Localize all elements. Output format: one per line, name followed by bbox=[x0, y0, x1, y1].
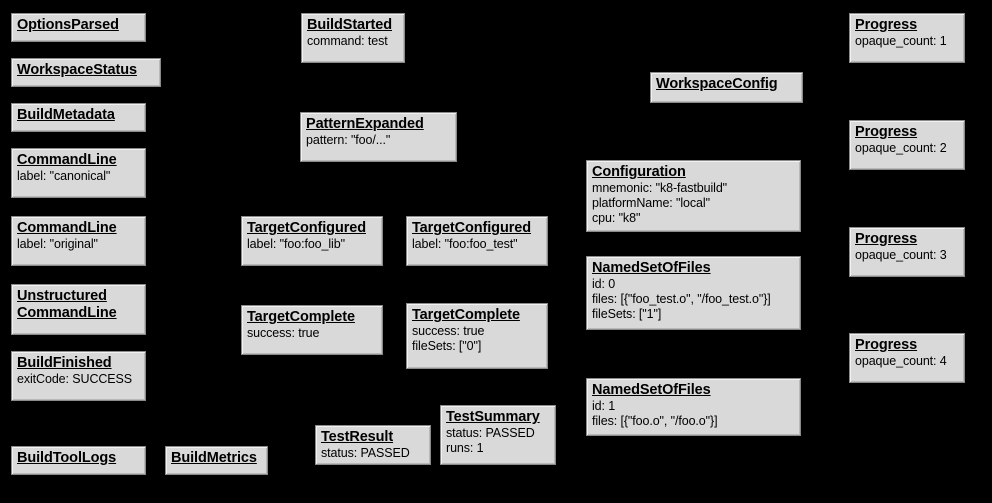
node-workspace-config[interactable]: WorkspaceConfig bbox=[650, 72, 803, 103]
node-title: Progress bbox=[855, 231, 918, 247]
node-title: BuildFinished bbox=[17, 355, 112, 371]
node-property: status: PASSED bbox=[321, 446, 410, 460]
node-property: success: true bbox=[412, 324, 485, 338]
node-property: fileSets: ["1"] bbox=[592, 307, 662, 321]
node-title: CommandLine bbox=[17, 152, 117, 168]
node-property: runs: 1 bbox=[446, 441, 484, 455]
node-property: label: "foo:foo_test" bbox=[412, 237, 518, 251]
node-property: label: "original" bbox=[17, 237, 98, 251]
node-title: WorkspaceStatus bbox=[17, 62, 137, 78]
node-title: PatternExpanded bbox=[306, 116, 424, 132]
node-properties: opaque_count: 4 bbox=[855, 354, 959, 369]
node-title: Progress bbox=[855, 337, 918, 353]
node-title: Unstructured CommandLine bbox=[17, 288, 117, 321]
node-property: fileSets: ["0"] bbox=[412, 339, 482, 353]
node-title: BuildMetrics bbox=[171, 450, 257, 466]
node-options-parsed[interactable]: OptionsParsed bbox=[11, 13, 146, 42]
node-properties: command: test bbox=[307, 34, 399, 49]
node-property: opaque_count: 4 bbox=[855, 354, 947, 368]
node-properties: exitCode: SUCCESS bbox=[17, 372, 140, 387]
node-title: TargetConfigured bbox=[247, 220, 366, 236]
node-property: platformName: "local" bbox=[592, 196, 710, 210]
node-properties: status: PASSED bbox=[321, 446, 425, 461]
node-unstructured-command-line[interactable]: Unstructured CommandLine bbox=[11, 284, 146, 335]
node-properties: label: "foo:foo_lib" bbox=[247, 237, 377, 252]
node-title: Progress bbox=[855, 17, 918, 33]
node-property: label: "canonical" bbox=[17, 169, 111, 183]
node-properties: pattern: "foo/..." bbox=[306, 133, 451, 148]
node-property: success: true bbox=[247, 326, 320, 340]
node-title: WorkspaceConfig bbox=[656, 76, 778, 92]
node-property: status: PASSED bbox=[446, 426, 535, 440]
node-property: id: 1 bbox=[592, 399, 616, 413]
node-build-tool-logs[interactable]: BuildToolLogs bbox=[11, 446, 146, 475]
node-properties: mnemonic: "k8-fastbuild"platformName: "l… bbox=[592, 181, 795, 226]
node-properties: label: "canonical" bbox=[17, 169, 140, 184]
node-build-metrics[interactable]: BuildMetrics bbox=[165, 446, 268, 475]
node-title: BuildToolLogs bbox=[17, 450, 117, 466]
node-title: TargetComplete bbox=[247, 309, 355, 325]
node-property: opaque_count: 1 bbox=[855, 34, 947, 48]
node-title: Progress bbox=[855, 124, 918, 140]
node-properties: success: true bbox=[247, 326, 377, 341]
node-title: TestSummary bbox=[446, 409, 540, 425]
node-title: BuildMetadata bbox=[17, 107, 115, 123]
node-property: files: [{"foo_test.o", "/foo_test.o"}] bbox=[592, 292, 771, 306]
node-property: id: 0 bbox=[592, 277, 616, 291]
node-properties: label: "foo:foo_test" bbox=[412, 237, 542, 252]
node-title: OptionsParsed bbox=[17, 17, 119, 33]
node-title: BuildStarted bbox=[307, 17, 393, 33]
node-properties: opaque_count: 1 bbox=[855, 34, 959, 49]
node-property: label: "foo:foo_lib" bbox=[247, 237, 345, 251]
node-property: opaque_count: 3 bbox=[855, 248, 947, 262]
node-workspace-status[interactable]: WorkspaceStatus bbox=[11, 58, 161, 87]
node-properties: opaque_count: 3 bbox=[855, 248, 959, 263]
node-title: NamedSetOfFiles bbox=[592, 382, 711, 398]
node-build-metadata[interactable]: BuildMetadata bbox=[11, 103, 146, 132]
node-property: exitCode: SUCCESS bbox=[17, 372, 133, 386]
node-property: cpu: "k8" bbox=[592, 211, 641, 225]
node-property: pattern: "foo/..." bbox=[306, 133, 391, 147]
node-property: mnemonic: "k8-fastbuild" bbox=[592, 181, 728, 195]
node-properties: label: "original" bbox=[17, 237, 140, 252]
node-title: CommandLine bbox=[17, 220, 117, 236]
node-property: opaque_count: 2 bbox=[855, 141, 947, 155]
node-properties: opaque_count: 2 bbox=[855, 141, 959, 156]
node-title: Configuration bbox=[592, 164, 686, 180]
node-title: TestResult bbox=[321, 429, 394, 445]
node-title: TargetComplete bbox=[412, 307, 520, 323]
node-title: TargetConfigured bbox=[412, 220, 531, 236]
node-property: command: test bbox=[307, 34, 388, 48]
node-title: NamedSetOfFiles bbox=[592, 260, 711, 276]
node-property: files: [{"foo.o", "/foo.o"}] bbox=[592, 414, 718, 428]
